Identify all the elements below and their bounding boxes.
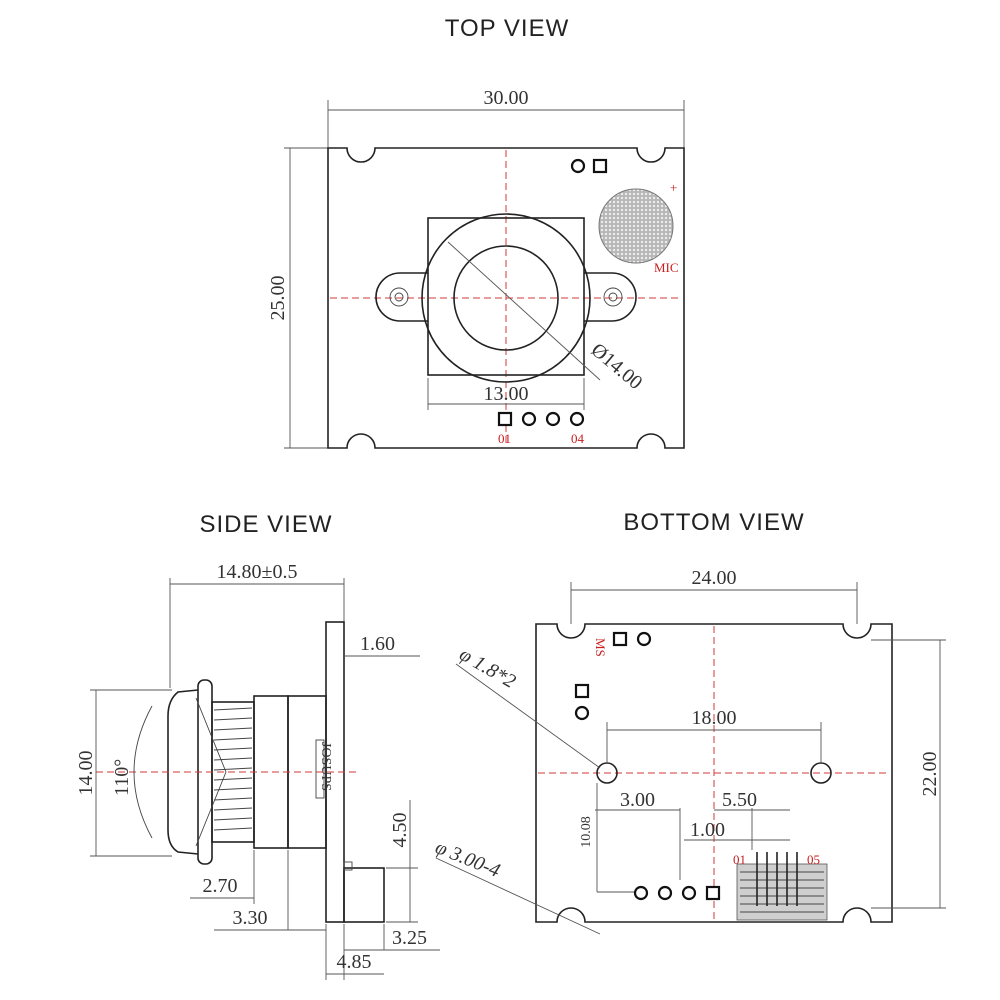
bottom-view: BOTTOM VIEW 24.00 22.00 MS (432, 509, 946, 935)
side-part-marking: JOSUPS (318, 742, 333, 791)
bottom-dim-1-00-label: 1.00 (690, 819, 725, 841)
top-lens-width-dimension: 13.00 (427, 378, 585, 410)
side-lens-collar (253, 695, 289, 849)
bottom-corner-callout-label: φ 3.00-4 (432, 836, 503, 882)
bottom-width-dimension: 24.00 (570, 567, 858, 624)
bottom-dim-10-08-label: 10.08 (579, 816, 594, 848)
bottom-ms-pad-square (612, 631, 628, 647)
top-pin-first-label: 01 (498, 431, 511, 446)
side-dim-4-85-label: 4.85 (337, 951, 372, 973)
side-thickness-label: 1.60 (360, 633, 395, 655)
side-lens-dome (167, 689, 199, 855)
bottom-connector-last-label: 05 (807, 852, 820, 867)
bottom-hole-spacing-dimension: 18.00 (606, 707, 822, 763)
top-width-dimension: 30.00 (327, 87, 685, 148)
side-connector (343, 867, 385, 923)
bottom-corner-callout-leader (435, 857, 601, 935)
bottom-connector-first-label: 01 (733, 852, 746, 867)
side-lower-dimensions: 2.70 3.30 (190, 850, 326, 931)
bottom-dim-5-50-label: 5.50 (722, 789, 757, 811)
bottom-ms-pad-round (636, 631, 652, 647)
bottom-hole-callout-leader (455, 663, 601, 769)
side-dim-4-50-label: 4.50 (389, 813, 411, 848)
side-dim-3-30-label: 3.30 (233, 907, 268, 929)
side-connector-height-dimension: 4.50 (386, 800, 418, 923)
bottom-pin-row (633, 885, 721, 901)
bottom-dim-3-00-label: 3.00 (620, 789, 655, 811)
side-length-dimension: 14.80±0.5 (169, 561, 345, 688)
bottom-hole-spacing-label: 18.00 (692, 707, 737, 729)
bottom-mic-pad-square (574, 683, 590, 699)
bottom-connector-body (736, 863, 828, 921)
bottom-ms-label: MS (593, 638, 608, 657)
side-lens-height-dimension: 14.00 (75, 689, 172, 857)
side-fov-indicator (133, 697, 227, 847)
bottom-pin-1 (705, 885, 721, 901)
top-left-mount-ear (375, 272, 428, 322)
top-right-mount-ear (584, 272, 637, 322)
bottom-connector-hatch (740, 871, 824, 913)
top-left-mount-hole (389, 287, 409, 307)
top-view: TOP VIEW 30.00 25.00 (267, 15, 685, 449)
bottom-mic-pad-round (574, 705, 590, 721)
top-mic-pad-round (570, 158, 586, 174)
side-fov-angle-label: 110° (111, 759, 133, 796)
bottom-height-dimension: 22.00 (871, 639, 946, 909)
top-view-title: TOP VIEW (445, 15, 569, 42)
bottom-pin-3 (657, 885, 673, 901)
mic-plus-label: + (670, 180, 677, 195)
top-lens-width-label: 13.00 (484, 383, 529, 405)
bottom-dim-10-08: 10.08 (579, 783, 634, 893)
top-right-mount-hole (603, 287, 623, 307)
top-lens-outer-ring (421, 213, 591, 383)
bottom-connector (736, 852, 828, 921)
bottom-width-label: 24.00 (692, 567, 737, 589)
mic-label: MIC (654, 260, 679, 275)
bottom-pin-4 (633, 885, 649, 901)
side-view: SIDE VIEW 14.80±0.5 1.60 JOSUPS (75, 511, 440, 980)
top-pin-header (497, 411, 585, 427)
top-pin-3 (545, 411, 561, 427)
side-view-title: SIDE VIEW (199, 511, 332, 538)
top-height-dimension: 25.00 (267, 147, 328, 449)
side-length-label: 14.80±0.5 (217, 561, 298, 583)
top-lens-diameter-leader (447, 241, 601, 381)
top-lens-holder (427, 217, 585, 376)
top-pin-2 (521, 411, 537, 427)
bottom-connector-offset-dimensions: 3.00 5.50 1.00 (595, 789, 790, 880)
bottom-hole-callout-label: φ 1.8*2 (456, 643, 520, 693)
side-dim-2-70-label: 2.70 (203, 875, 238, 897)
bottom-view-title: BOTTOM VIEW (623, 509, 804, 536)
side-connector-width-dimensions: 3.25 4.85 (325, 924, 440, 980)
side-dim-3-25-label: 3.25 (392, 927, 427, 949)
bottom-pin-2 (681, 885, 697, 901)
top-width-label: 30.00 (484, 87, 529, 109)
top-mic-pad-square (592, 158, 608, 174)
side-part-marking-box (315, 739, 325, 799)
side-lens-thread (213, 707, 253, 831)
top-pin-4 (569, 411, 585, 427)
top-height-label: 25.00 (267, 276, 289, 321)
top-pin-last-label: 04 (571, 431, 585, 446)
side-thickness-dimension: 1.60 (344, 633, 420, 657)
top-lens-inner-ring (453, 245, 559, 351)
mic-capsule (598, 188, 674, 264)
top-pin-1 (497, 411, 513, 427)
side-lens-height-label: 14.00 (75, 751, 97, 796)
bottom-height-label: 22.00 (919, 752, 941, 797)
microphone (598, 188, 674, 264)
